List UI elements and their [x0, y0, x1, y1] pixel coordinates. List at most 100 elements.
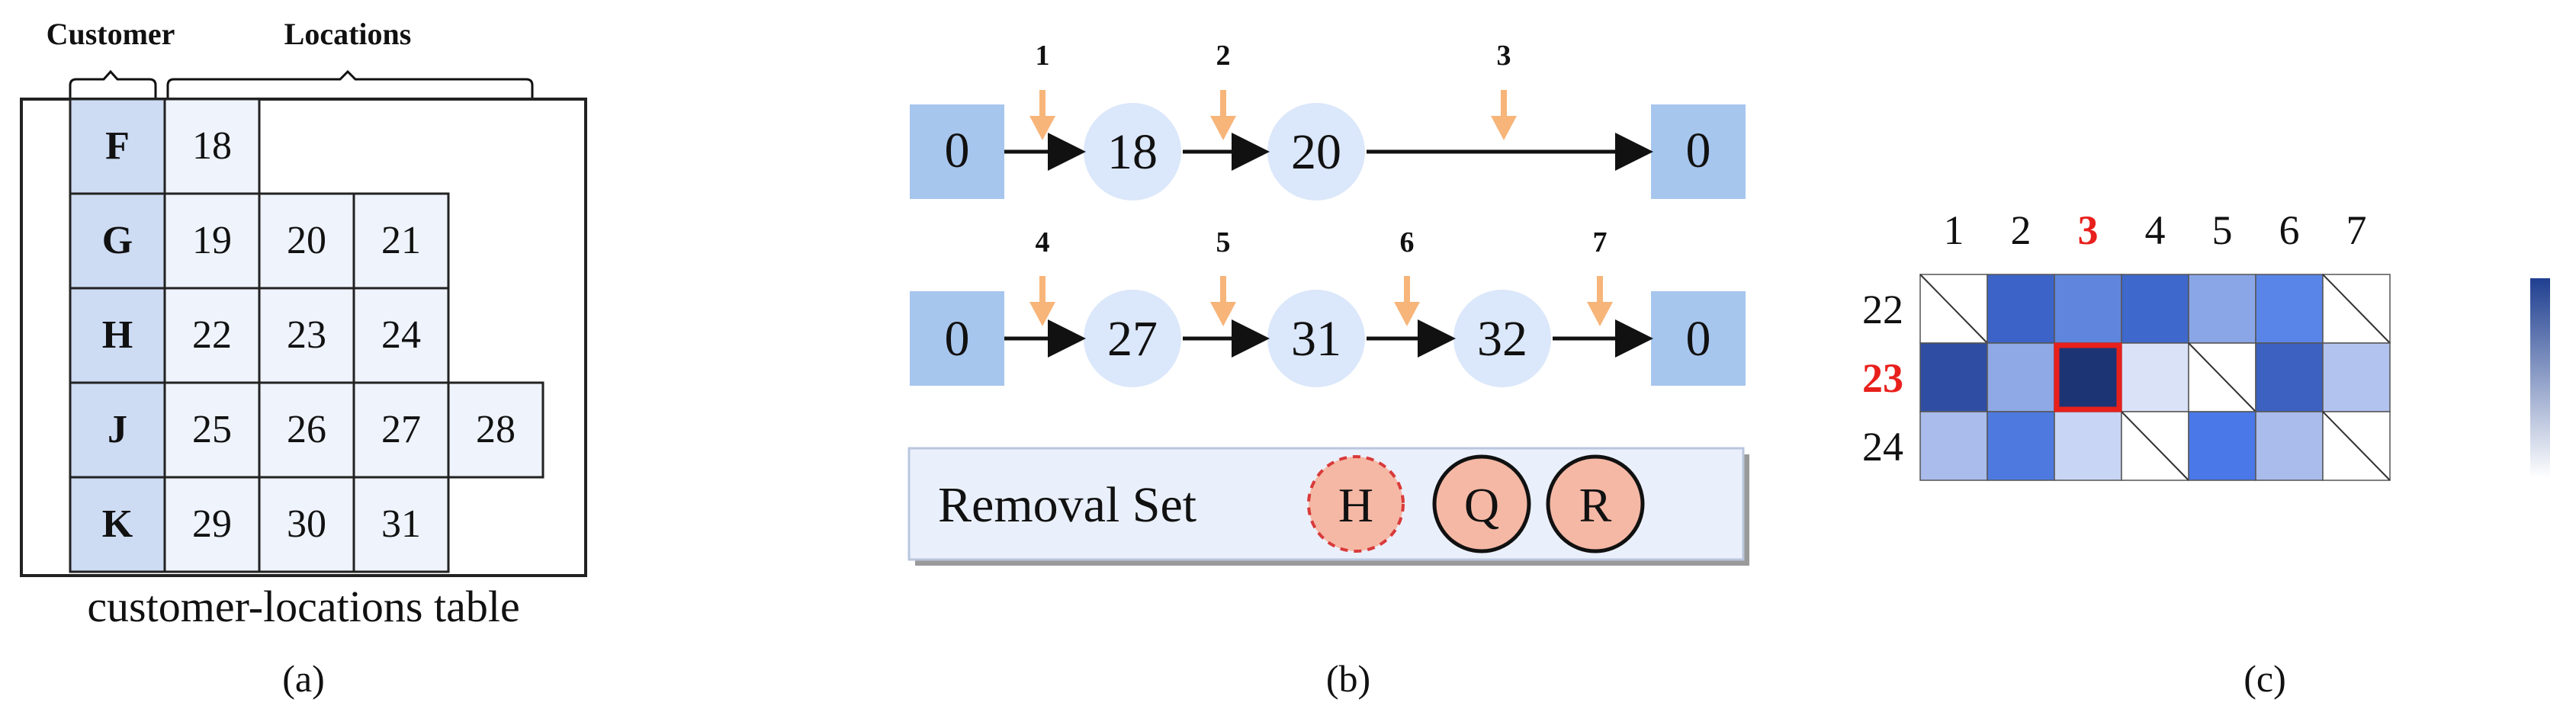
insert-arrow-1: 1 [1029, 40, 1055, 140]
heatmap-cell [1987, 274, 2055, 344]
location-label: 28 [476, 408, 516, 451]
customer-cell [69, 381, 166, 479]
removal-item-r: R [1579, 478, 1612, 532]
removal-set-label: Removal Set [938, 477, 1196, 533]
route1-node-3: 0 [1686, 123, 1711, 178]
column-label: 5 [2212, 207, 2233, 253]
customer-label: H [102, 313, 133, 357]
location-cell [163, 476, 261, 573]
heatmap-cell [1919, 411, 1988, 481]
empty-cell-diagonal [2121, 411, 2189, 481]
insert-label-3: 3 [1497, 40, 1511, 72]
removal-item-h: H [1338, 478, 1373, 532]
location-label: 18 [192, 124, 232, 168]
route2-node-circle-32 [1453, 290, 1551, 387]
empty-cell-diagonal [2322, 411, 2391, 481]
route2-node-circle-31 [1267, 290, 1365, 387]
customer-cell [69, 98, 166, 195]
column-label: 7 [2346, 207, 2367, 253]
table-caption: customer-locations table [87, 582, 519, 631]
location-label: 19 [192, 219, 232, 262]
panel-b-label: (b) [1326, 657, 1370, 700]
location-label: 26 [287, 408, 326, 451]
route2-node-2: 31 [1291, 311, 1341, 367]
removal-item-q-circle [1432, 454, 1531, 553]
column-label: 1 [1944, 207, 1964, 253]
row-label: 23 [1862, 355, 1903, 401]
insert-label-4: 4 [1036, 226, 1050, 258]
route1-node-2: 20 [1291, 124, 1341, 180]
location-label: 24 [381, 313, 421, 357]
heatmap-cell [1987, 411, 2055, 481]
insert-label-7: 7 [1593, 226, 1608, 258]
location-cell [352, 476, 450, 573]
customer-cell [69, 287, 166, 384]
column-label: 3 [2078, 207, 2099, 253]
depot-start-2 [910, 291, 1004, 386]
insert-label-2: 2 [1216, 40, 1231, 72]
heatmap-cell [2188, 274, 2256, 344]
colorbar [2530, 278, 2550, 478]
locations-brace [166, 69, 534, 99]
empty-cell-diagonal [2188, 342, 2256, 412]
removal-item-q: Q [1464, 478, 1499, 532]
depot-start-1 [910, 104, 1004, 199]
header-locations: Locations [284, 17, 412, 51]
route2-node-4: 0 [1686, 311, 1711, 367]
panel-c-label: (c) [2244, 657, 2286, 700]
selected-cell-outline [2054, 342, 2122, 412]
heatmap-cell [2255, 411, 2324, 481]
route1-node-0: 0 [945, 123, 970, 178]
insert-arrow-2: 2 [1210, 40, 1236, 140]
customer-label: K [102, 502, 133, 546]
location-label: 31 [381, 502, 421, 546]
heatmap-cell [1919, 342, 1988, 412]
insert-label-1: 1 [1036, 40, 1050, 72]
heatmap-cell [1987, 342, 2055, 412]
insert-arrow-7: 7 [1587, 226, 1613, 326]
row-label: 22 [1862, 287, 1903, 332]
insert-arrow-4: 4 [1029, 226, 1055, 326]
heatmap-cell [2188, 411, 2256, 481]
customer-label: G [102, 219, 133, 262]
removal-item-h-circle [1307, 455, 1405, 553]
location-label: 21 [381, 219, 421, 262]
location-cell [163, 381, 261, 479]
location-cell [258, 287, 355, 384]
heatmap-cell [2054, 342, 2122, 412]
route2-node-0: 0 [945, 311, 970, 367]
depot-end-2 [1651, 291, 1746, 386]
removal-item-r-circle [1546, 454, 1645, 553]
heatmap-cell [2054, 274, 2122, 344]
route1-node-circle-18 [1084, 103, 1181, 200]
insert-arrow-6: 6 [1394, 226, 1420, 326]
header-customer: Customer [47, 17, 175, 51]
empty-cell-diagonal [2322, 274, 2391, 344]
column-label: 4 [2145, 207, 2166, 253]
column-label: 2 [2011, 207, 2032, 253]
removal-set: Removal Set H Q R [907, 447, 1749, 566]
heatmap-cell [2255, 342, 2324, 412]
row-label: 24 [1862, 424, 1903, 470]
location-label: 22 [192, 313, 232, 357]
heatmap-cell [2255, 274, 2324, 344]
location-label: 25 [192, 408, 232, 451]
column-label: 6 [2279, 207, 2300, 253]
heatmap-cell [2121, 274, 2189, 344]
heatmap-cell [2322, 342, 2391, 412]
route2-node-3: 32 [1477, 311, 1527, 367]
location-cell [447, 381, 544, 479]
location-label: 20 [287, 219, 326, 262]
customer-cell [69, 476, 166, 573]
route2-node-1: 27 [1107, 311, 1158, 367]
insert-arrow-5: 5 [1210, 226, 1236, 326]
panel-a-label: (a) [282, 657, 325, 700]
route2-node-circle-27 [1084, 290, 1181, 387]
route1-node-1: 18 [1107, 124, 1158, 180]
customer-label: F [105, 124, 130, 168]
